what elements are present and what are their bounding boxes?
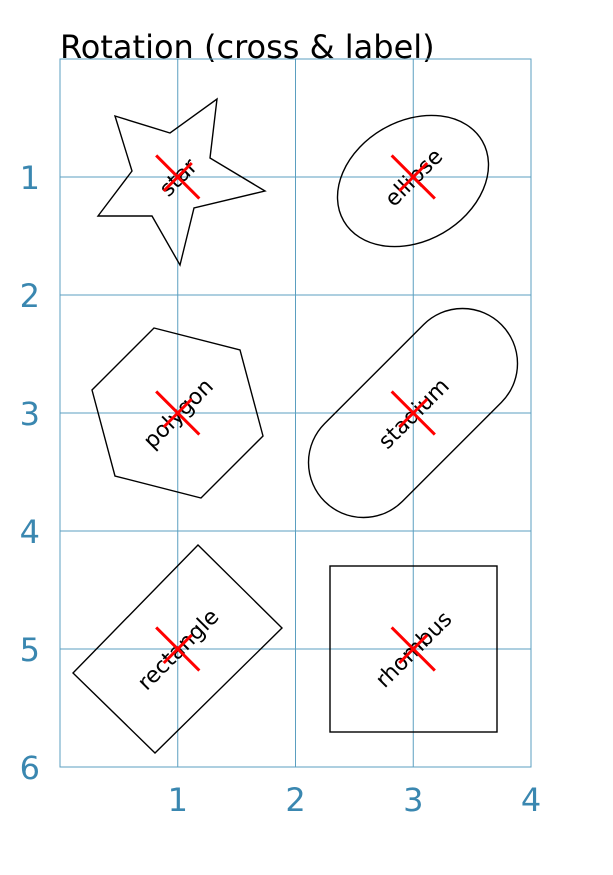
rhombus-cross-stroke <box>398 633 429 665</box>
y-tick-label: 6 <box>20 749 40 787</box>
y-tick-label: 3 <box>20 395 40 433</box>
x-tick-label: 1 <box>168 781 188 819</box>
y-tick-label: 2 <box>20 277 40 315</box>
rhombus-marker: rhombus <box>371 607 457 693</box>
x-tick-label: 3 <box>403 781 423 819</box>
rhombus-shape <box>329 565 498 733</box>
stadium-cross-stroke <box>398 397 429 429</box>
tick-labels: 1 2 3 4 1 2 3 4 5 6 <box>20 159 542 819</box>
polygon-cross-stroke <box>162 397 193 429</box>
ellipse-cross-stroke <box>398 161 429 193</box>
x-tick-label: 2 <box>285 781 305 819</box>
figure-title: Rotation (cross & label) <box>60 28 435 66</box>
star-cross-stroke <box>162 161 193 193</box>
rectangle-shape <box>72 544 283 754</box>
polygon-marker: polygon <box>139 374 219 454</box>
x-tick-label: 4 <box>521 781 541 819</box>
stadium-marker: stadium <box>374 374 455 455</box>
ellipse-shape <box>336 114 490 248</box>
polygon-shape <box>91 327 264 499</box>
star-shape <box>96 97 267 267</box>
y-tick-label: 5 <box>20 631 40 669</box>
y-tick-label: 1 <box>20 159 40 197</box>
ellipse-marker: ellipse <box>380 144 448 212</box>
y-tick-label: 4 <box>20 513 40 551</box>
star-marker: star <box>155 153 203 201</box>
stadium-shape <box>307 307 519 519</box>
shapes-layer <box>72 97 519 754</box>
rectangle-marker: rectangle <box>133 605 224 696</box>
rectangle-cross-stroke <box>162 633 193 665</box>
